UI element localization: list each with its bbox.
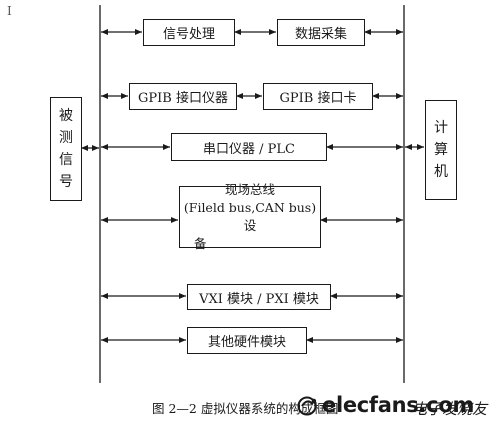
measured-signal-char: 测 — [59, 130, 73, 146]
measured-signal-label: 被 测 信 号 — [59, 105, 73, 193]
fieldbus-label-line1: 现场总线 — [224, 182, 275, 197]
other-hardware-label: 其他硬件模块 — [207, 335, 286, 350]
measured-signal-box: 被 测 信 号 — [50, 97, 82, 201]
computer-label: 计 算 机 — [434, 117, 448, 183]
computer-box: 计 算 机 — [425, 100, 457, 200]
computer-char: 算 — [434, 142, 448, 158]
measured-signal-char: 信 — [59, 152, 73, 168]
signal-processing-box: 信号处理 — [143, 19, 235, 46]
watermark-chinese: 电子发烧友 — [412, 400, 488, 418]
serial-instrument-label: 串口仪器 / PLC — [203, 141, 295, 157]
gpib-card-box: GPIB 接口卡 — [263, 83, 373, 110]
fieldbus-label-line2: (Fileld bus,CAN bus)设 — [183, 200, 317, 233]
computer-char: 机 — [434, 164, 448, 180]
computer-char: 计 — [434, 120, 448, 136]
gpib-card-label: GPIB 接口卡 — [279, 91, 357, 106]
watermark-site: elecfans.com — [322, 393, 475, 417]
data-acquisition-box: 数据采集 — [277, 19, 365, 46]
measured-signal-char: 号 — [59, 174, 73, 190]
measured-signal-char: 被 — [59, 108, 73, 124]
other-hardware-box: 其他硬件模块 — [187, 327, 307, 354]
gpib-instrument-label: GPIB 接口仪器 — [138, 91, 228, 106]
data-acquisition-label: 数据采集 — [294, 27, 347, 42]
signal-processing-label: 信号处理 — [162, 27, 215, 42]
fieldbus-device-box: 现场总线 (Fileld bus,CAN bus)设 备 — [179, 182, 321, 251]
vxi-pxi-box: VXI 模块 / PXI 模块 — [187, 284, 331, 310]
vxi-pxi-label: VXI 模块 / PXI 模块 — [199, 291, 319, 307]
fieldbus-label-line3: 备 — [194, 236, 207, 251]
figure-caption: 图 2—2 虚拟仪器系统的构成框图 — [152, 401, 339, 416]
elecfans-logo-icon — [297, 396, 317, 416]
gpib-instrument-box: GPIB 接口仪器 — [129, 83, 237, 110]
text-cursor-glyph: I — [7, 4, 12, 18]
serial-instrument-box: 串口仪器 / PLC — [171, 133, 327, 161]
